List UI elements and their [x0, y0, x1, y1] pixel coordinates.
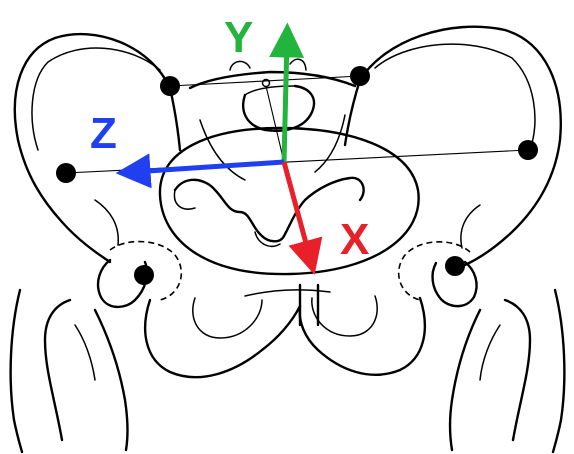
coccyx — [174, 178, 363, 247]
left-femur — [11, 260, 147, 452]
landmark-left-hip — [134, 265, 154, 285]
reference-lines — [66, 76, 528, 173]
pelvic-inlet — [160, 128, 419, 274]
z-axis-label: Z — [90, 109, 117, 158]
landmark-right-upper — [350, 66, 370, 86]
coordinate-axes: Y Z X — [90, 13, 369, 264]
landmark-left-asis — [56, 163, 76, 183]
pubic-region — [145, 285, 425, 377]
y-axis-label: Y — [224, 13, 253, 62]
landmark-right-asis — [518, 140, 538, 160]
landmark-right-hip — [445, 256, 465, 276]
x-axis-label: X — [340, 215, 369, 264]
z-axis-arrow — [133, 162, 284, 172]
landmarks — [56, 66, 538, 285]
hip-joints — [110, 242, 470, 300]
y-axis-arrow — [284, 40, 287, 162]
right-femur — [433, 262, 565, 452]
landmark-left-upper — [160, 76, 180, 96]
x-axis-arrow — [284, 162, 310, 258]
